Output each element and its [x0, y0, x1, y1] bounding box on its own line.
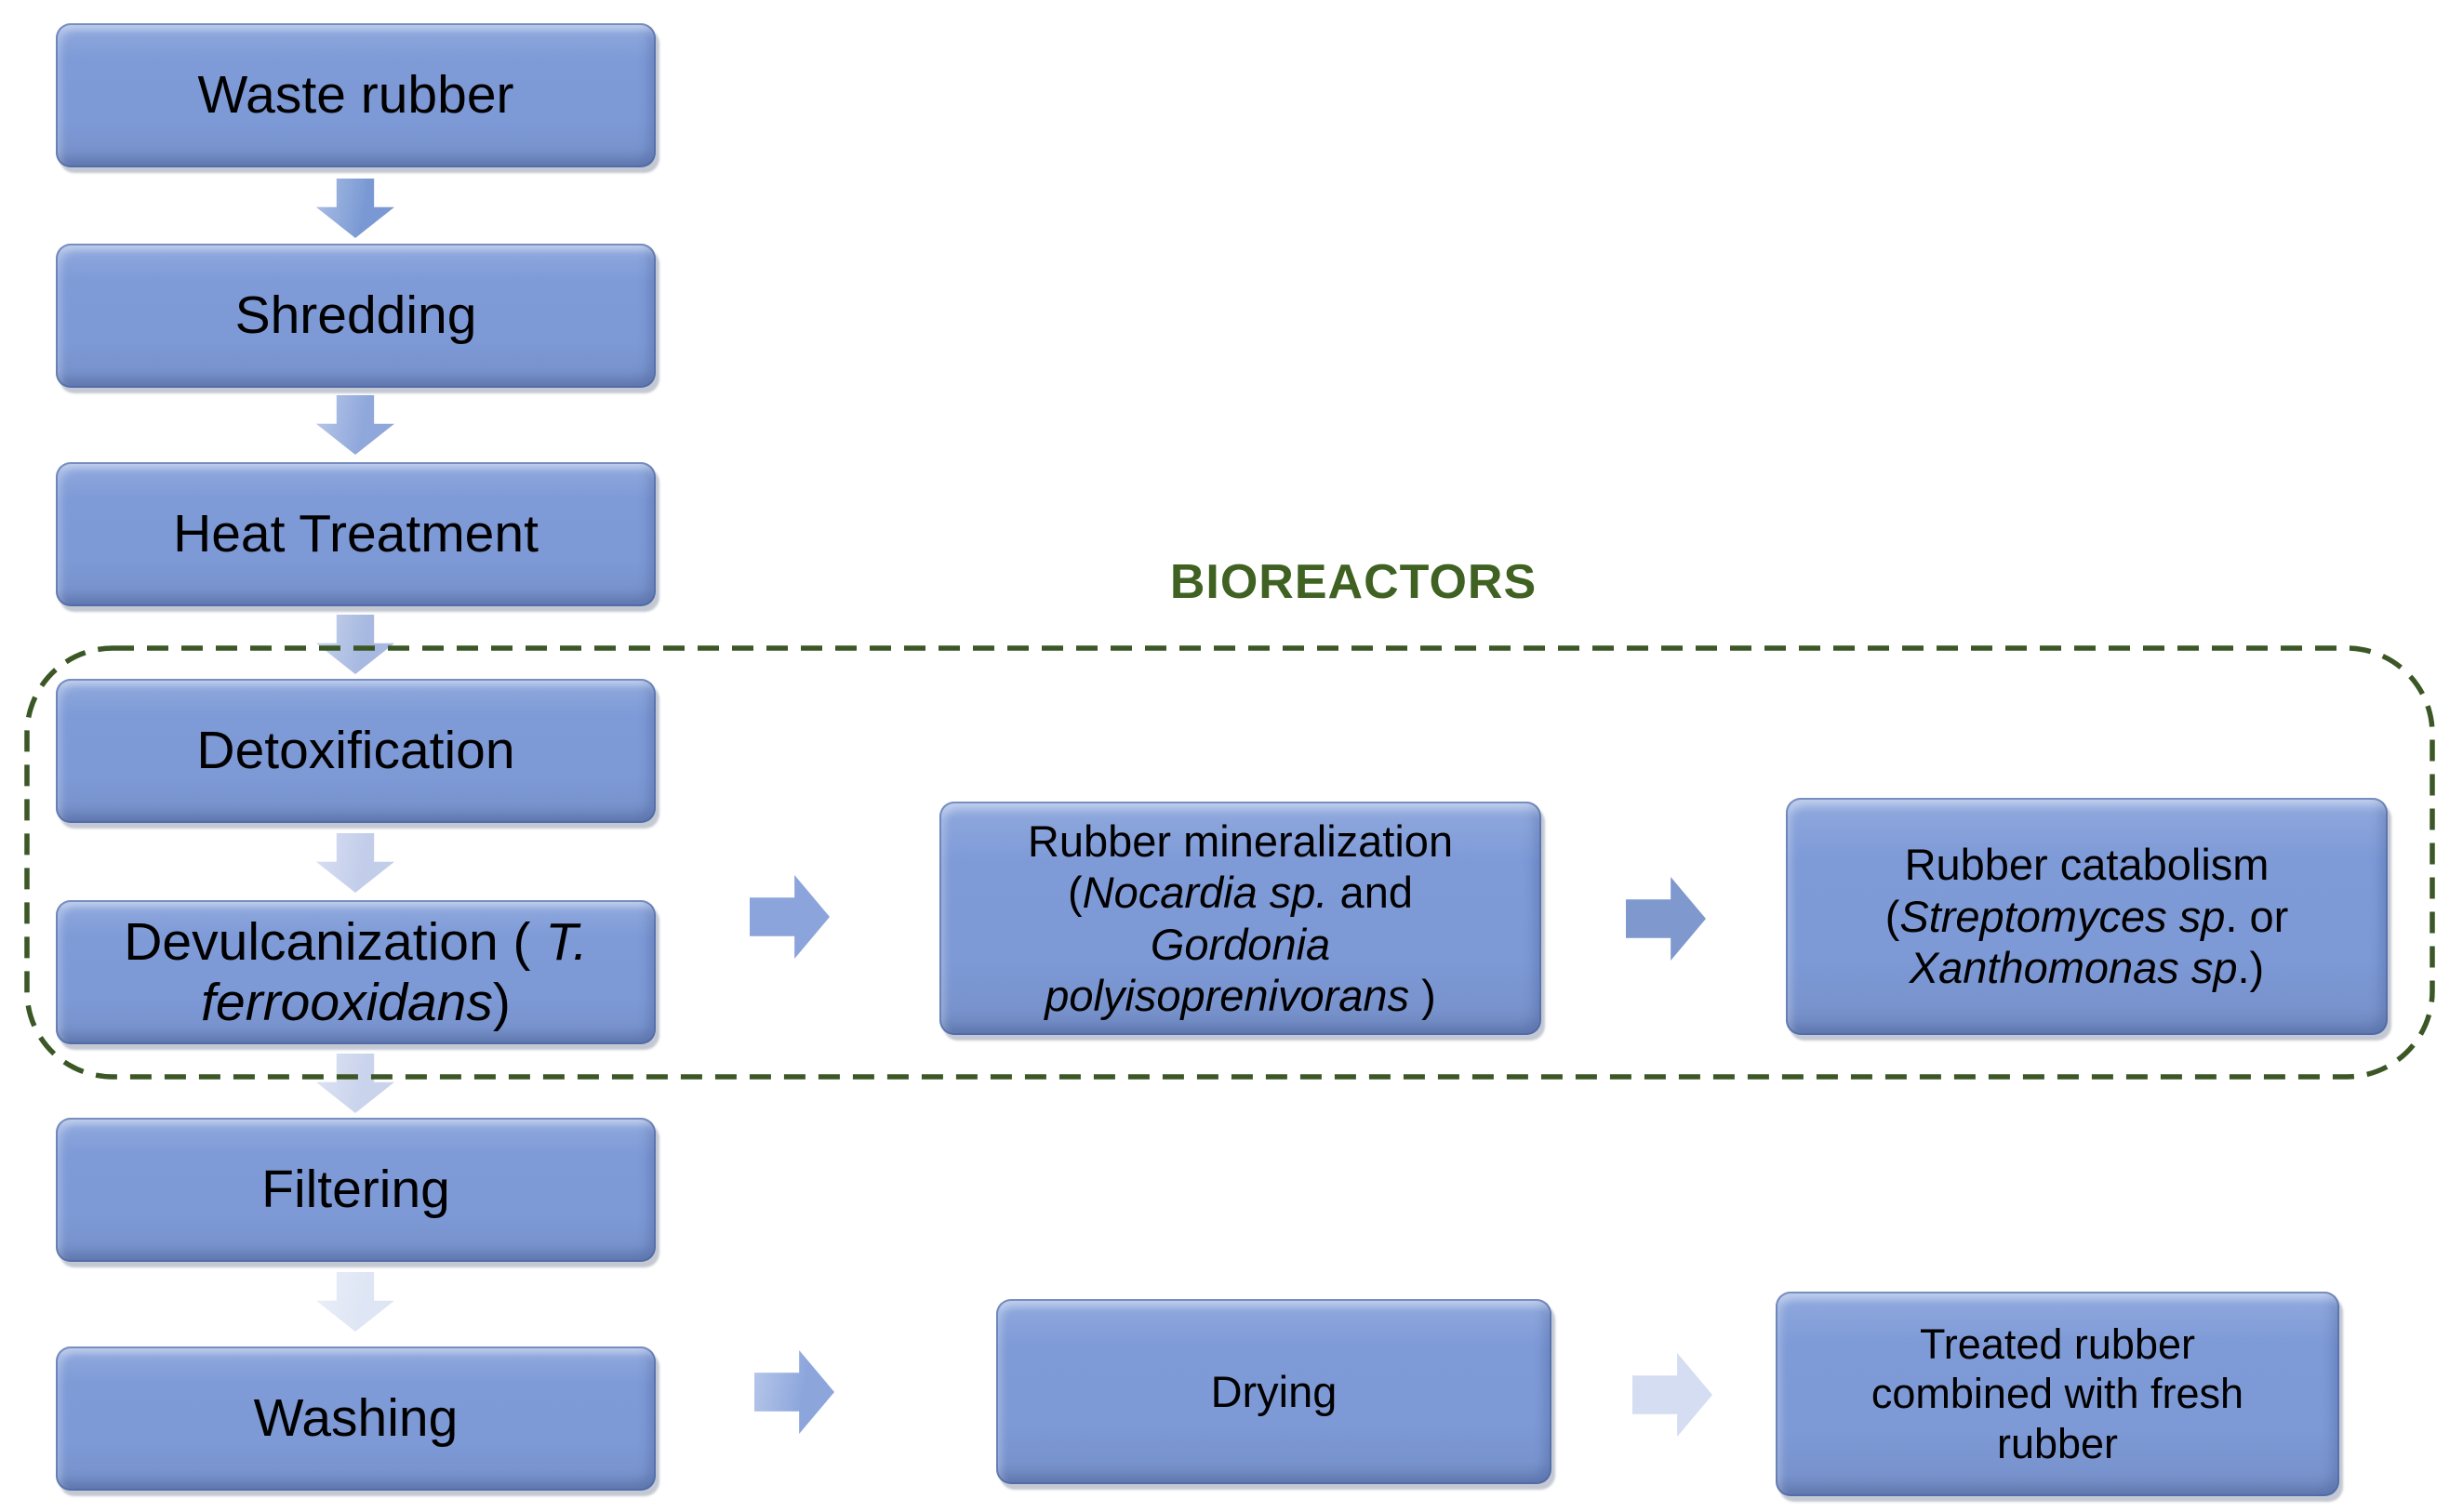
- right-arrow-drying-to-treated-rubber: [1632, 1353, 1712, 1437]
- species-name: Nocardia sp.: [1082, 868, 1328, 918]
- flow-box-detoxification: Detoxification: [56, 679, 656, 823]
- flow-box-washing: Washing: [56, 1346, 656, 1491]
- species-name: Xanthomonas sp: [1909, 943, 2238, 993]
- flow-box-waste-rubber: Waste rubber: [56, 23, 656, 167]
- right-arrow-mineralization-to-catabolism: [1626, 877, 1706, 961]
- flow-box-label: Washing: [253, 1388, 459, 1449]
- flow-box-label: Rubber mineralization (Nocardia sp. and …: [1015, 816, 1466, 1022]
- flow-box-rubber-catabolism: Rubber catabolism (Streptomyces sp. or X…: [1786, 798, 2388, 1035]
- flow-box-treated-rubber: Treated rubber combined with fresh rubbe…: [1776, 1292, 2339, 1496]
- flow-box-shredding: Shredding: [56, 244, 656, 388]
- down-arrow-shredding-to-heat: [316, 395, 394, 455]
- down-arrow-detoxification-to-devulcanization: [316, 833, 394, 893]
- label-line: Xanthomonas sp.): [1909, 943, 2265, 993]
- species-name: polyisoprenivorans: [1045, 970, 1410, 1020]
- flow-box-heat-treatment: Heat Treatment: [56, 462, 656, 606]
- label-line: combined with fresh: [1871, 1370, 2244, 1418]
- flow-box-label: Devulcanization ( T. ferrooxidans): [124, 911, 588, 1032]
- down-arrow-heat-to-detoxification: [316, 615, 394, 674]
- flow-box-drying: Drying: [996, 1299, 1551, 1484]
- label-line: Rubber mineralization: [1027, 816, 1454, 866]
- label-line: polyisoprenivorans ): [1045, 970, 1436, 1020]
- label-line: (Streptomyces sp. or: [1884, 891, 2289, 941]
- label-line: Rubber catabolism: [1904, 840, 2270, 890]
- flow-box-filtering: Filtering: [56, 1118, 656, 1262]
- down-arrow-devulcanization-to-filtering: [316, 1054, 394, 1113]
- flow-box-label: Rubber catabolism (Streptomyces sp. or X…: [1872, 839, 2302, 993]
- bioreactors-section-title: BIOREACTORS: [1169, 555, 1538, 609]
- right-arrow-washing-to-drying: [754, 1350, 834, 1434]
- label-line: rubber: [1996, 1419, 2119, 1467]
- down-arrow-waste-to-shredding: [316, 179, 394, 238]
- right-arrow-devulcanization-to-mineralization: [750, 875, 830, 959]
- flow-box-label: Shredding: [234, 285, 477, 346]
- flow-box-label: Heat Treatment: [173, 504, 539, 564]
- flow-box-label: Waste rubber: [197, 65, 514, 126]
- flow-box-rubber-mineralization: Rubber mineralization (Nocardia sp. and …: [939, 802, 1541, 1035]
- flow-box-devulcanization: Devulcanization ( T. ferrooxidans): [56, 900, 656, 1044]
- species-name: Streptomyces sp: [1899, 891, 2226, 941]
- flow-box-label: Filtering: [261, 1160, 450, 1220]
- flow-box-label: Detoxification: [196, 721, 515, 781]
- flow-box-label: Drying: [1210, 1366, 1338, 1416]
- label-line: (Nocardia sp. and: [1067, 868, 1413, 918]
- down-arrow-filtering-to-washing: [316, 1272, 394, 1332]
- species-name: Gordonia: [1150, 919, 1331, 969]
- label-line: Treated rubber: [1919, 1320, 2195, 1369]
- flow-box-label: Treated rubber combined with fresh rubbe…: [1858, 1320, 2257, 1467]
